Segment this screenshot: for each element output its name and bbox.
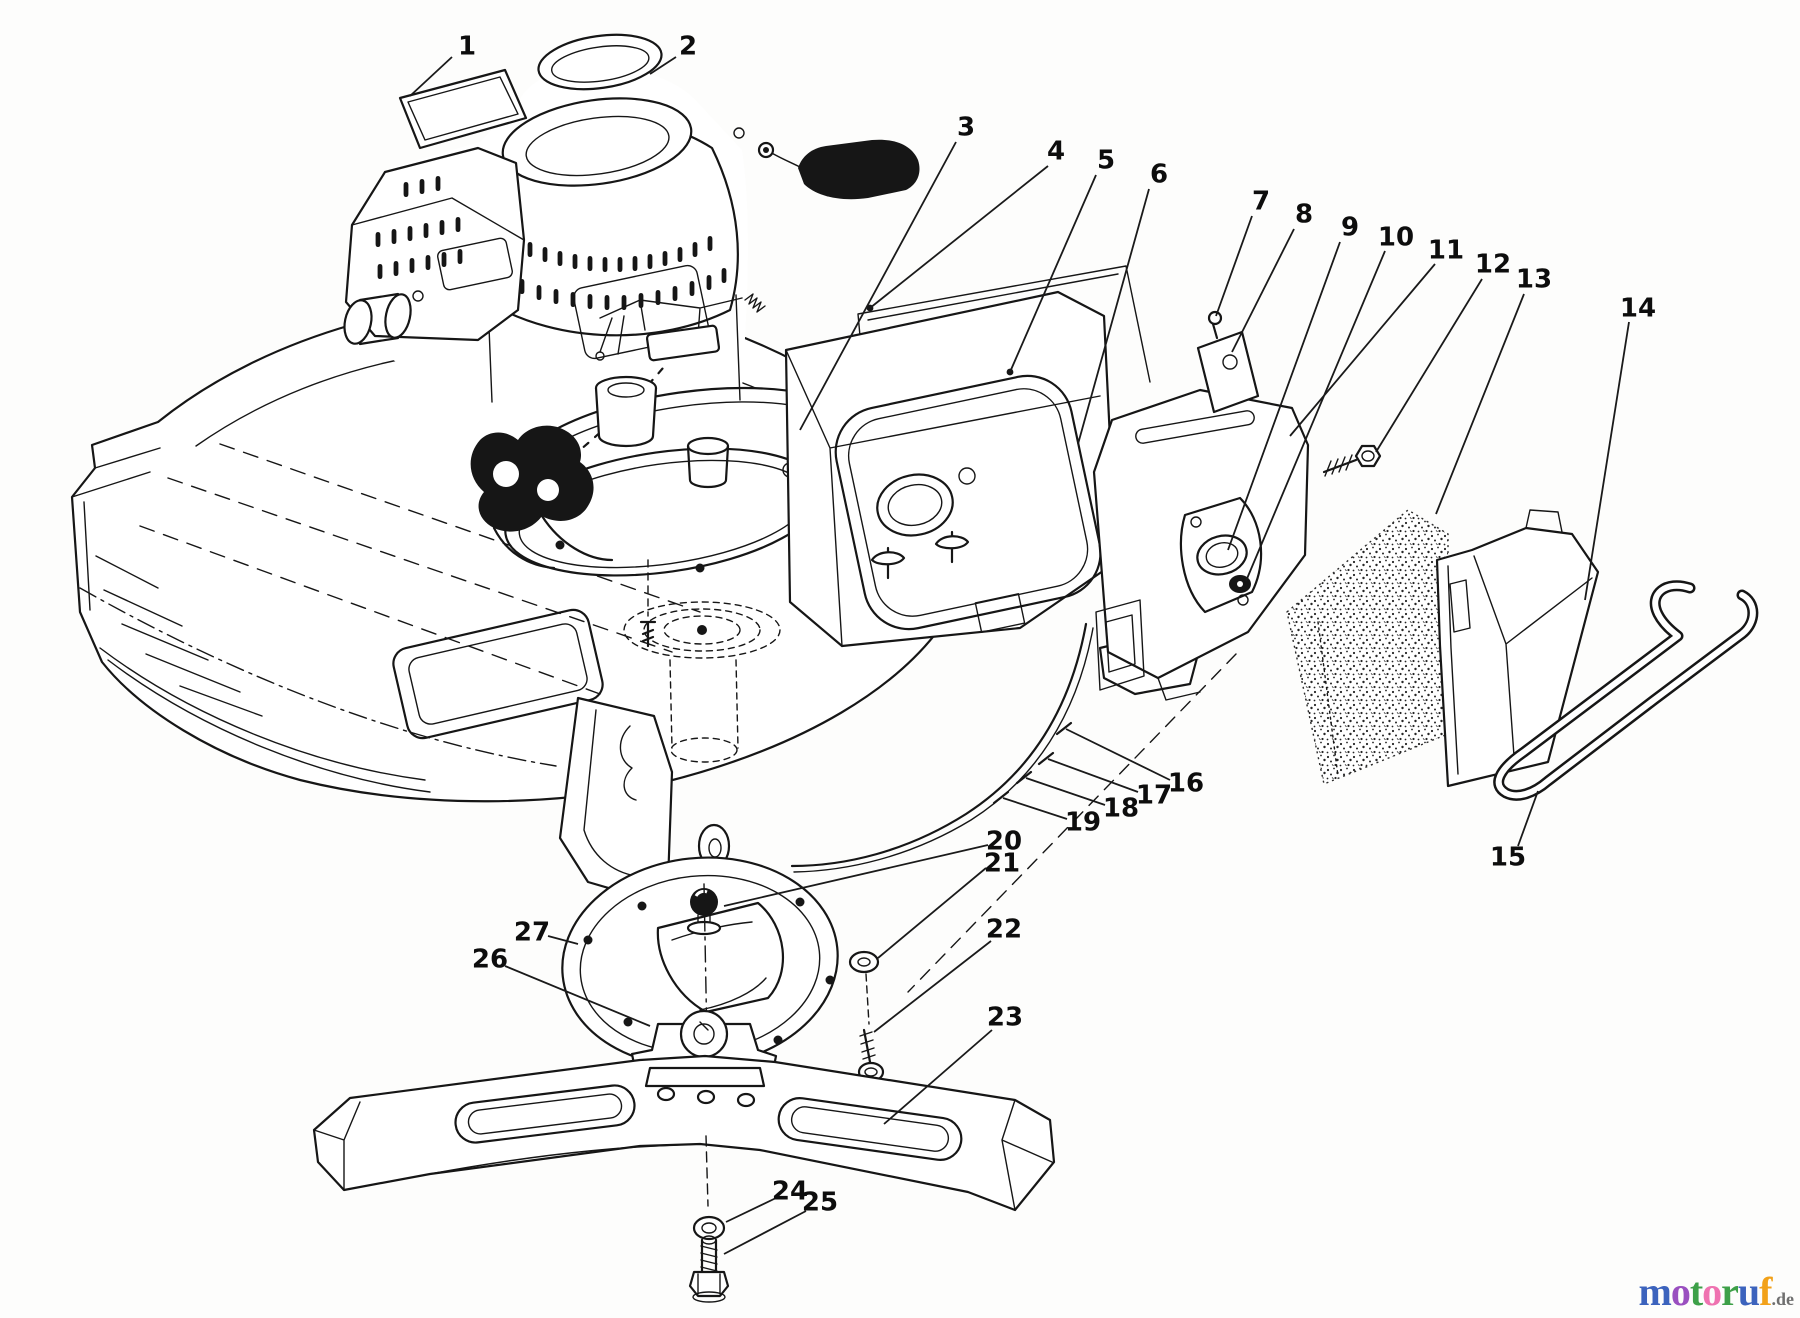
watermark-logo: motoruf.de [1639,1272,1795,1312]
engine [343,66,923,763]
leader-line-19 [1002,797,1068,820]
leader-line-23 [883,1029,993,1125]
nameplate [398,68,528,150]
air-cleaner-cover [1435,509,1600,788]
air-box [784,290,1118,648]
spindle-plate [561,856,839,1068]
fuel-tank [343,146,526,346]
spindle-cap [686,888,722,936]
blade-slot-left [454,1084,636,1144]
callout-13: 13 [1516,265,1552,295]
callout-23: 23 [987,1003,1023,1033]
callout-18: 18 [1103,794,1139,824]
watermark-letter: f [1759,1269,1772,1314]
callout-7: 7 [1252,187,1270,217]
leader-line-25 [723,1210,807,1255]
watermark-suffix: .de [1771,1289,1795,1309]
callout-8: 8 [1295,200,1313,230]
leader-line-4 [869,165,1049,309]
leader-line-22 [873,940,992,1033]
leader-line-27 [547,935,579,945]
callout-27: 27 [514,918,550,948]
leader-line-26 [504,965,651,1027]
leader-line-12 [1375,278,1483,453]
callout-24: 24 [772,1177,808,1207]
leader-line-20 [723,844,989,907]
deck-recess [392,608,604,740]
leader-line-7 [1215,215,1253,317]
carburetor [594,293,766,489]
leader-line-5 [1009,174,1097,373]
watermark-letter: o [1670,1269,1691,1314]
ignition-coil [470,425,614,570]
screw [1207,310,1223,340]
callout-25: 25 [802,1188,838,1218]
callout-10: 10 [1378,223,1414,253]
assembly-axis [907,653,1237,993]
leader-line-1 [409,56,453,97]
leader-line-16 [1065,728,1171,781]
leader-line-11 [1289,263,1436,437]
callout-22: 22 [986,915,1022,945]
callout-17: 17 [1136,781,1172,811]
watermark-letter: r [1721,1269,1739,1314]
tank-port [343,290,424,346]
callout-5: 5 [1097,146,1115,176]
leader-line-3 [799,141,957,431]
cable-clip-marks [992,721,1073,805]
callout-3: 3 [957,113,975,143]
leader-line-2 [649,56,677,75]
leader-line-13 [1435,293,1525,515]
callout-14: 14 [1620,294,1656,324]
starter-handle [757,139,920,200]
callout-1: 1 [458,32,476,62]
wing-studs [870,530,970,580]
leader-line-14 [1584,321,1630,601]
callout-12: 12 [1475,250,1511,280]
hidden-lines [139,443,701,695]
callout-19: 19 [1065,808,1101,838]
rear-bracket [558,696,731,898]
cable-line [790,622,1094,873]
leader-line-15 [1517,790,1539,847]
watermark-letter: t [1689,1269,1703,1314]
watermark-letter: m [1638,1269,1672,1314]
leader-line-6 [1077,188,1150,445]
discharge-chute-hatch [95,555,263,717]
leader-line-10 [1245,250,1386,582]
leader-line-24 [725,1197,777,1223]
leader-line-9 [1227,241,1341,551]
air-cleaner-base [1092,388,1310,701]
watermark-letter: u [1737,1269,1760,1314]
callout-26: 26 [472,945,508,975]
callout-20: 20 [986,827,1022,857]
washer-and-screw [848,950,885,1083]
callout-11: 11 [1428,236,1464,266]
hex-bolt [1322,444,1382,477]
callout-15: 15 [1490,843,1526,873]
callout-21: 21 [984,849,1020,879]
cover-wire-bail [1493,580,1759,801]
callout-2: 2 [679,32,697,62]
blade [312,1054,1056,1212]
blade-slot-right [777,1097,963,1161]
callout-9: 9 [1341,213,1359,243]
mounting-bracket [1196,330,1260,414]
callout-4: 4 [1047,137,1065,167]
leader-line-21 [877,867,987,959]
filter-element [1286,509,1449,785]
leader-line-17 [1047,758,1139,793]
callout-6: 6 [1150,160,1168,190]
starter-ring [537,33,663,91]
watermark-letter: o [1702,1269,1722,1314]
leader-line-18 [1025,777,1106,806]
leader-line-8 [1231,228,1295,353]
callout-16: 16 [1168,769,1204,799]
blade-bolt-assembly [688,1135,730,1303]
